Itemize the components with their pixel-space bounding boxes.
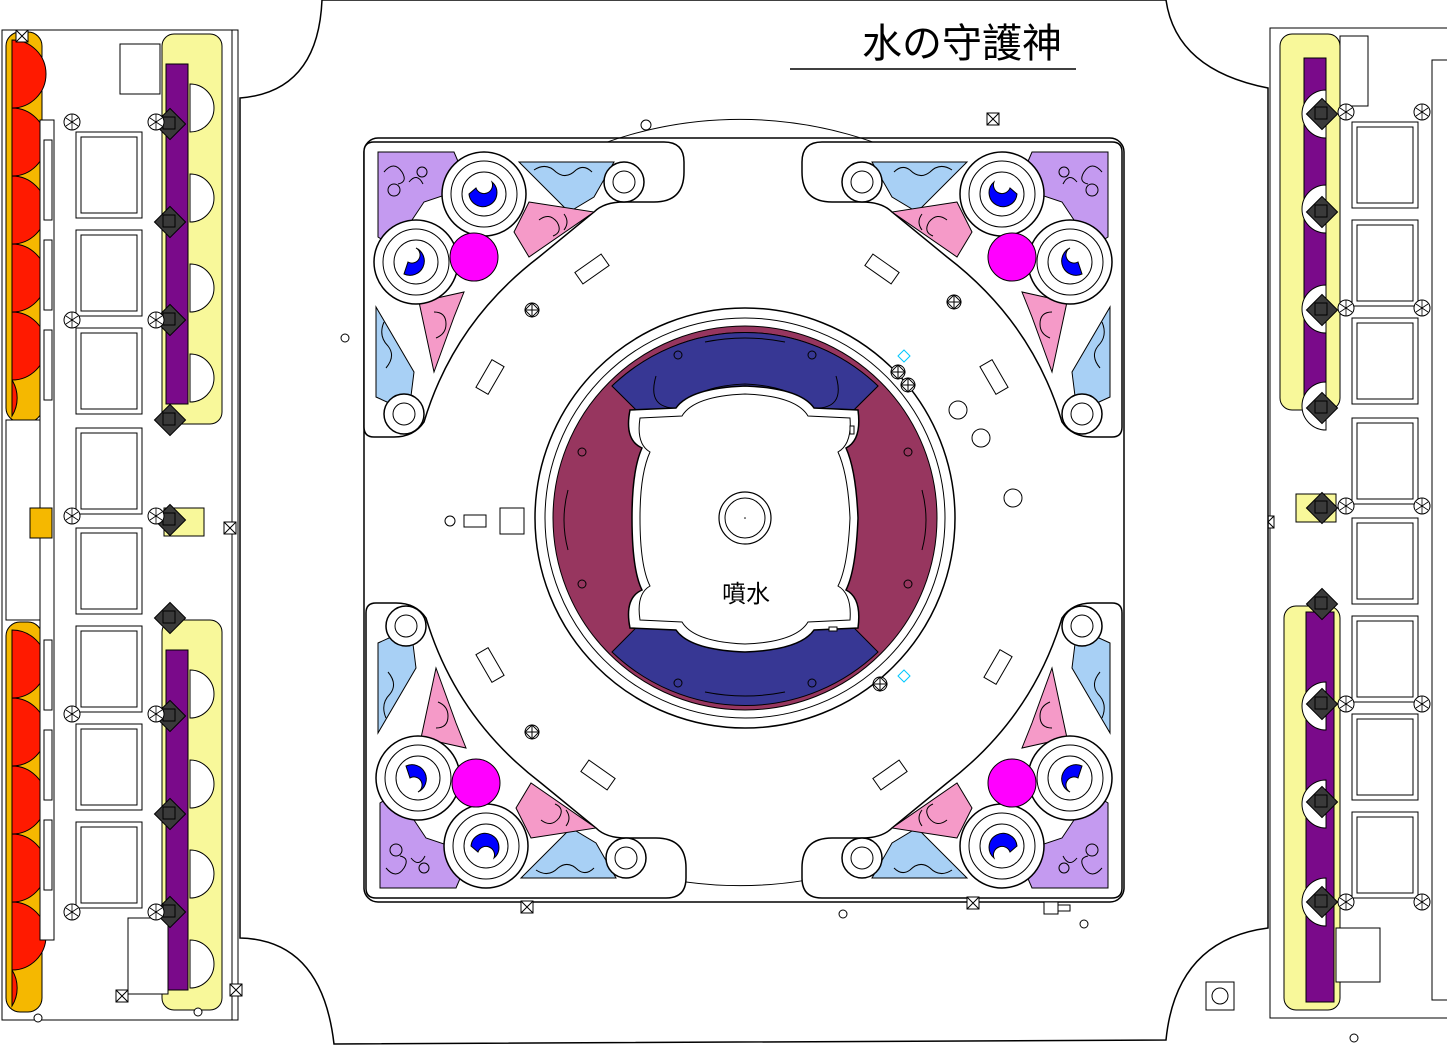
- central-fountain: [534, 307, 956, 729]
- central-plaza: [239, 0, 1269, 1045]
- diagram-title: 水の守護神: [862, 21, 1062, 67]
- right-planter-bed: [1205, 27, 1447, 1043]
- left-planter-bed: [1, 29, 243, 1023]
- fountain-label: 噴水: [722, 580, 770, 608]
